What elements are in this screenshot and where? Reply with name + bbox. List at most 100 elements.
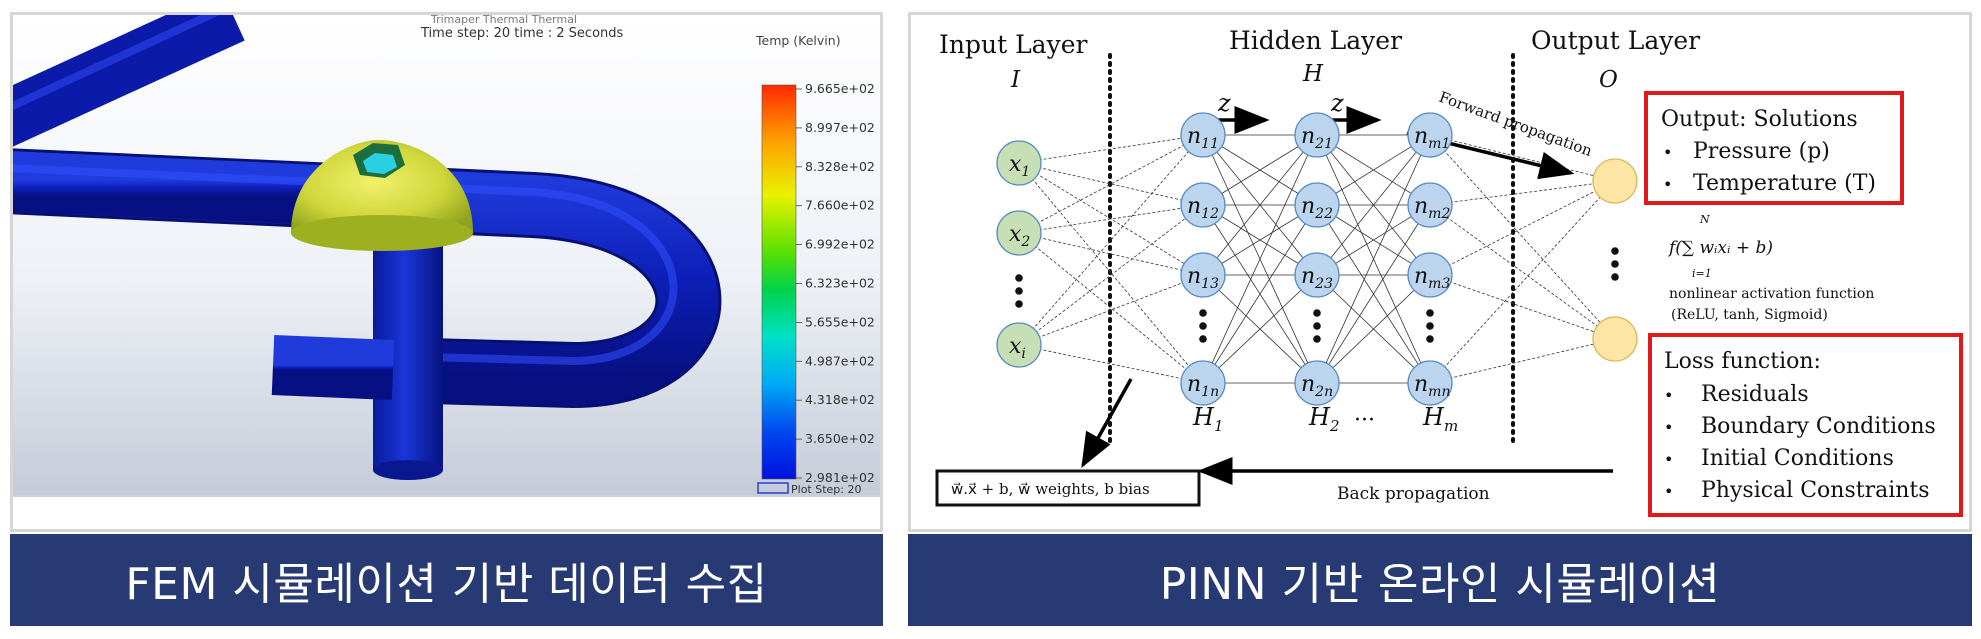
bullet-icon: • [1663,175,1672,194]
hidden-layer-symbol: H [1302,61,1324,87]
hidden-layer-label: H1 [1192,403,1223,435]
fem-caption-text: FEM 시뮬레이션 기반 데이터 수집 [125,559,768,610]
hidden2-node-label: n21 [1301,124,1333,152]
input-layer-title: Input Layer [939,30,1087,59]
node-symbol: n [1301,372,1315,397]
input-node-label: x1 [1009,152,1030,180]
hidden1-node [1180,112,1226,158]
connection-edge [1202,134,1318,276]
bullet-icon: • [1664,482,1673,501]
colorbar-tick-label: 4.987e+02 [805,353,875,368]
connection-edge [1429,180,1616,206]
fem-render: Trimaper Thermal Thermal Time step: 20 t… [13,15,880,529]
hidden-layer-label: Hm [1422,403,1458,435]
node-subscript: 21 [1314,136,1333,152]
output-box-title: Output: Solutions [1661,107,1858,132]
node-symbol: x [1009,222,1022,247]
connection-edge [1018,344,1204,384]
bullet-icon: • [1664,450,1673,469]
weights-bias-label: w⃗.x⃗ + b, w⃗ weights, b bias [951,480,1150,498]
hidden1-node [1180,252,1226,298]
loss-item: Boundary Conditions [1701,414,1936,439]
connection-edge [1018,134,1204,346]
node-symbol: n [1414,372,1428,397]
temperature-tick-labels: 9.665e+028.997e+028.328e+027.660e+026.99… [796,81,875,485]
node-subscript: 23 [1314,276,1333,292]
hiddenm-node [1407,112,1453,158]
node-symbol: n [1414,264,1428,289]
layer-symbol: H [1422,403,1445,431]
connection-edge [1018,204,1204,234]
output-item-pressure: Pressure (p) [1693,139,1830,164]
connection-edge [1316,204,1431,384]
colorbar-tick-label: 3.650e+02 [805,431,875,446]
colorbar-tick-label: 7.660e+02 [805,198,875,213]
node-symbol: n [1301,124,1315,149]
activation-formula: f(∑ wᵢxᵢ + b) [1667,238,1773,258]
hidden-layer-title: Hidden Layer [1229,26,1402,55]
connection-edge [1018,204,1204,346]
connection-edge [1316,274,1431,384]
node-subscript: m1 [1428,136,1450,152]
pinn-caption-banner: PINN 기반 온라인 시뮬레이션 [908,534,1972,626]
node-symbol: n [1414,194,1428,219]
hidden1-node-label: n12 [1187,194,1219,222]
node-subscript: 12 [1201,206,1219,222]
layer-symbol: H [1308,403,1331,431]
hidden1-node [1180,182,1226,228]
node-subscript: m3 [1428,276,1450,292]
hidden2-node [1294,112,1340,158]
colorbar-tick-label: 8.997e+02 [805,120,875,135]
hiddenm-node-label: nm2 [1414,194,1450,222]
loss-function-box [1648,333,1963,517]
input-node [996,210,1042,256]
connection-edge [1429,134,1616,182]
node-symbol: n [1414,124,1428,149]
node-symbol: n [1187,372,1201,397]
hidden1-node-label: n13 [1187,264,1219,292]
input-node [996,322,1042,368]
connection-edge [1429,180,1616,384]
connection-edge [1018,162,1204,276]
input-node-label: x2 [1009,222,1030,250]
hidden2-node-label: n2n [1301,372,1333,400]
node-subscript: m2 [1428,206,1450,222]
connection-edge [1316,134,1431,384]
pinn-caption-text: PINN 기반 온라인 시뮬레이션 [1159,559,1721,610]
node-subscript: i [1021,346,1025,362]
colorbar-tick-label: 6.992e+02 [805,237,875,252]
node-symbol: x [1009,152,1022,177]
colorbar-tick-label: 6.323e+02 [805,276,875,291]
forward-propagation-label: Forward propagation [1437,88,1595,160]
layer-subscript: m [1444,417,1458,435]
layer-ellipsis: ··· [1354,408,1375,433]
network-nodes: x1x2xin11n12n13n1nn21n22n23n2nnm1nm2nm3n… [996,112,1638,406]
vertical-ellipsis-markers [1015,247,1619,343]
hiddenm-node [1407,252,1453,298]
input-node-label: xi [1009,334,1026,362]
weights-arrow [1081,378,1133,469]
loss-item: Residuals [1701,382,1809,407]
node-subscript: 22 [1314,206,1333,222]
connection-edge [1202,204,1318,384]
loss-item: Initial Conditions [1701,446,1894,471]
output-layer-symbol: O [1599,67,1618,93]
hidden-layer-label: H2 [1308,403,1339,435]
hiddenm-node-label: nm1 [1414,124,1450,152]
hidden2-node-label: n22 [1301,194,1333,222]
node-symbol: n [1187,194,1201,219]
node-symbol: n [1187,124,1201,149]
colorbar-tick-label: 9.665e+02 [805,81,875,96]
hidden1-node-label: n11 [1187,124,1219,152]
connection-edge [1018,232,1204,384]
activation-description-2: (ReLU, tanh, Sigmoid) [1671,307,1828,323]
connection-edge [1018,274,1204,346]
hidden2-node [1294,360,1340,406]
z-label-1: z [1217,89,1231,117]
bullet-icon: • [1664,418,1673,437]
node-subscript: 1 [1021,164,1030,180]
connection-edge [1202,134,1318,384]
node-subscript: 2n [1314,384,1333,400]
hidden2-node [1294,252,1340,298]
